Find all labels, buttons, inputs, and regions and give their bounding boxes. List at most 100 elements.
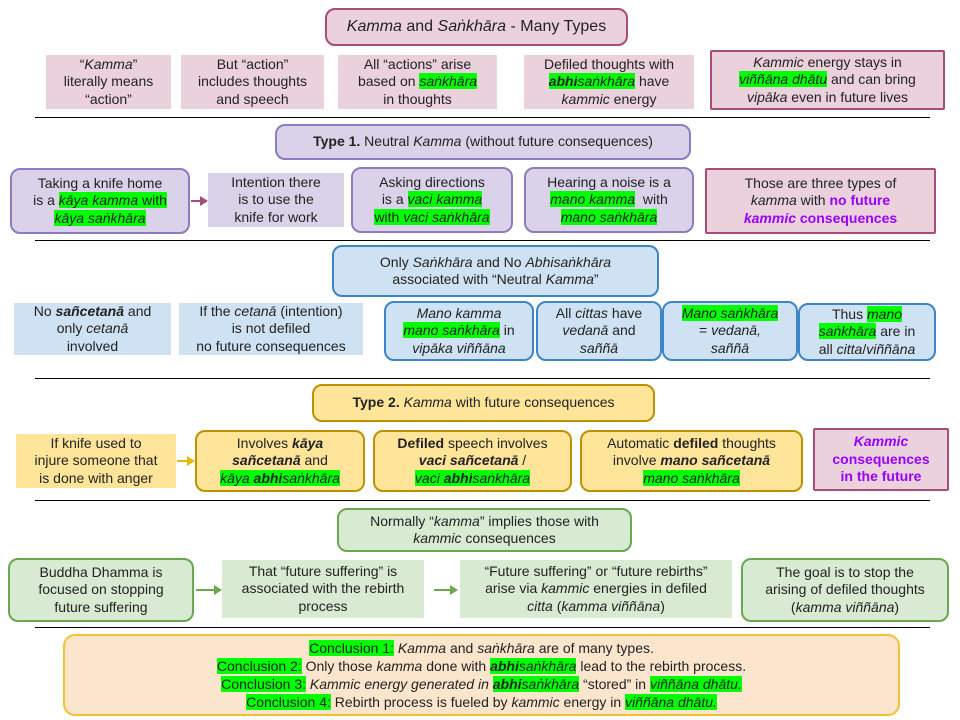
text: with future consequences — [451, 394, 615, 411]
text: Only those — [301, 657, 377, 674]
text: “stored” in — [579, 676, 650, 692]
text: ” — [132, 55, 138, 72]
text: mano — [866, 305, 903, 322]
text: vedanā, — [711, 322, 761, 339]
text: kāya — [220, 469, 254, 486]
text: Defiled — [397, 434, 445, 451]
text: and — [124, 302, 152, 319]
text: abhi — [443, 469, 473, 486]
text: speech involves — [444, 434, 548, 451]
text: kāya saṅkhāra — [54, 209, 146, 226]
text: involved — [66, 337, 119, 354]
text: / — [862, 340, 867, 357]
text: Kammic — [753, 53, 804, 70]
text: process — [298, 597, 348, 614]
text: viññāna dhātu. — [649, 676, 742, 692]
text: kammic — [511, 694, 560, 711]
text: ( — [552, 597, 562, 614]
text: mano saṅkhāra — [643, 469, 740, 486]
text: energy stays in — [803, 53, 902, 70]
text: and can bring — [827, 71, 916, 88]
text: (without future consequences) — [461, 133, 653, 150]
text: Buddha Dhamma is — [39, 563, 163, 580]
text: knife for work — [234, 208, 318, 225]
text: kamma viññāna — [561, 597, 661, 614]
text: vipāka — [746, 88, 788, 105]
text: (intention) — [276, 302, 343, 319]
kamma-meaning-box: “Kamma”literally means“action” — [46, 55, 171, 109]
text: kammic — [541, 580, 590, 597]
text: literally means — [63, 73, 154, 90]
text: If knife used to — [50, 434, 142, 451]
text: lead to the rebirth process. — [576, 657, 747, 674]
text: with — [635, 191, 668, 208]
text: Conclusion 3: — [221, 676, 306, 692]
text: Hearing a noise is a — [547, 173, 671, 190]
text: Kamma — [545, 271, 594, 287]
text: citta — [836, 340, 863, 357]
text: Conclusion 2: — [216, 657, 302, 674]
text: done with — [422, 657, 491, 674]
text: saṅkhāra — [577, 73, 636, 90]
text: kamma — [376, 657, 423, 674]
text: is not defiled — [231, 320, 311, 337]
conclusion-3: Conclusion 3: Kammic energy generated in… — [69, 675, 894, 693]
text: Kammic energy generated in — [309, 676, 493, 692]
text: consequences — [461, 530, 556, 546]
text: saññā — [710, 339, 750, 356]
text: ) — [660, 597, 665, 614]
type2-header: Type 2. Kamma with future consequences — [312, 384, 655, 422]
text: Saṅkhāra — [412, 253, 473, 270]
text: All “actions” arise — [363, 55, 472, 72]
text: and No — [472, 253, 526, 270]
text: saṅkhāra — [419, 73, 478, 90]
text: “Future suffering” or “future rebirths” — [484, 562, 708, 579]
text: kāya kamma — [58, 192, 139, 209]
arrow-icon — [196, 585, 222, 595]
divider — [35, 240, 930, 241]
text: and — [446, 639, 478, 656]
text: Normally “ — [370, 512, 434, 529]
arrow-icon — [177, 456, 195, 466]
conclusions-box: Conclusion 1: Kamma and saṅkhāra are of … — [63, 634, 900, 716]
text: associated with the rebirth — [241, 580, 405, 597]
text: cetanā — [234, 302, 277, 319]
text: energies in defiled — [589, 580, 707, 597]
title-rest: - Many Types — [506, 18, 607, 35]
text: cittas — [575, 304, 608, 321]
text: No — [33, 302, 56, 319]
text: only — [56, 320, 87, 337]
text: no future — [829, 192, 891, 209]
title-kamma: Kamma — [346, 18, 402, 35]
text: kamma viññāna — [795, 598, 895, 615]
text: are in — [876, 323, 916, 340]
text: involve — [612, 452, 661, 469]
text: Involves — [236, 434, 293, 451]
text: is a — [33, 192, 59, 209]
arrow-icon — [191, 196, 208, 206]
text: energy in — [559, 694, 626, 711]
divider — [35, 627, 930, 628]
text: citta — [527, 597, 553, 614]
arrow-icon — [434, 585, 458, 595]
text: Those are three types of — [744, 174, 897, 191]
text: even in future lives — [787, 88, 909, 105]
text: Kamma — [403, 394, 452, 411]
text: abhi — [492, 676, 522, 692]
text: saṅkhāra — [477, 639, 535, 656]
text: arising of defiled thoughts — [765, 581, 925, 598]
divider — [35, 117, 930, 118]
